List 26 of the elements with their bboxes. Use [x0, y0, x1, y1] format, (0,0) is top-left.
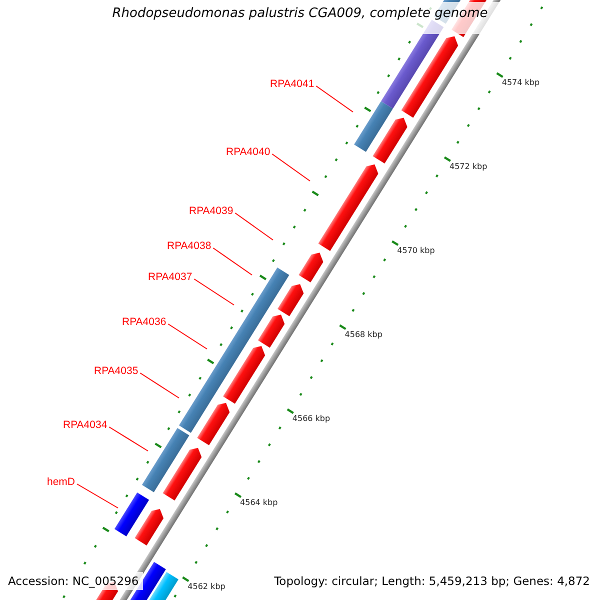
leader-line [140, 372, 180, 398]
scale-label: 4566 kbp [292, 414, 330, 424]
leader-line [108, 426, 148, 452]
gene-label: RPA4035 [94, 365, 138, 377]
scale-label: 4570 kbp [397, 246, 435, 256]
scale-label: 4572 kbp [450, 162, 488, 172]
gene-label: hemD [47, 476, 76, 488]
scale-label: 4562 kbp [188, 582, 226, 592]
leader-line [212, 248, 252, 276]
gene-label: RPA4036 [122, 316, 166, 328]
leader-line [76, 484, 118, 508]
leader-line [194, 278, 234, 306]
scale-label: 4568 kbp [344, 330, 382, 340]
title: Rhodopseudomonas palustris CGA009, complete genome [111, 6, 489, 22]
gene-label: RPA4038 [167, 240, 212, 252]
leader-line [234, 212, 274, 240]
leader-line [168, 324, 208, 350]
gene-label: RPA4037 [148, 271, 192, 283]
leader-line [316, 86, 354, 112]
leader-line [272, 154, 310, 182]
gene-label: RPA4040 [226, 146, 270, 158]
gene-label: RPA4034 [63, 419, 108, 431]
gene-label: RPA4039 [189, 205, 234, 217]
gene-label: RPA4041 [270, 78, 314, 90]
scale-label: 4564 kbp [240, 498, 278, 508]
scale-label: 4574 kbp [502, 78, 540, 88]
